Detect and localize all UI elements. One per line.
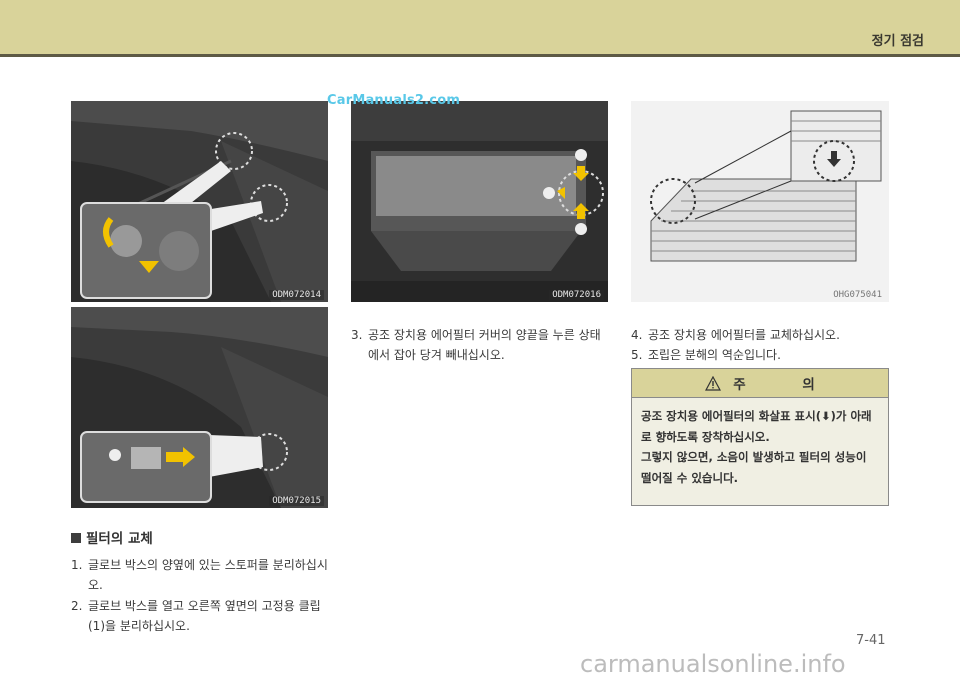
- caution-title: 주 의: [733, 377, 841, 393]
- figure-glove-box-stopper: ODM072014: [71, 101, 328, 302]
- figure-code: ODM072016: [549, 290, 604, 300]
- step-2: 2.글로브 박스를 열고 오른쪽 옆면의 고정용 클립(1)을 분리하십시오.: [71, 599, 321, 633]
- page-number: 7-41: [856, 633, 886, 648]
- figure-glove-box-clip: ODM072015: [71, 307, 328, 508]
- caution-line: 공조 장치용 에어필터의 화살표 표시(⬇)가 아래로 향하도록 장착하십시오.: [641, 409, 872, 444]
- caution-header: 주 의: [632, 369, 888, 398]
- square-bullet-icon: [71, 533, 81, 543]
- warning-triangle-icon: [705, 375, 722, 391]
- step-1: 1.글로브 박스의 양옆에 있는 스토퍼를 분리하십시오.: [71, 558, 328, 592]
- figure-filter-arrow-mark: OHG075041: [631, 101, 889, 302]
- caution-line: 그렇지 않으면, 소음이 발생하고 필터의 성능이 떨어질 수 있습니다.: [641, 450, 867, 485]
- section-heading: 필터의 교체: [71, 527, 153, 547]
- watermark: CarManuals2.com: [327, 93, 461, 108]
- caution-box: 주 의 공조 장치용 에어필터의 화살표 표시(⬇)가 아래로 향하도록 장착하…: [631, 368, 889, 506]
- figure-filter-cover: ODM072016: [351, 101, 608, 302]
- page-header-title: 정기 점검: [871, 34, 924, 49]
- figure-code: ODM072015: [269, 496, 324, 506]
- header-rule: [0, 54, 960, 57]
- figure-code: ODM072014: [269, 290, 324, 300]
- figure-code: OHG075041: [833, 290, 882, 300]
- step-3: 3.공조 장치용 에어필터 커버의 양끝을 누른 상태에서 잡아 당겨 빼내십시…: [351, 328, 601, 362]
- caution-body: 공조 장치용 에어필터의 화살표 표시(⬇)가 아래로 향하도록 장착하십시오.…: [632, 398, 888, 488]
- step-4: 4.공조 장치용 에어필터를 교체하십시오.: [631, 328, 840, 342]
- step-5: 5.조립은 분해의 역순입니다.: [631, 348, 781, 362]
- header-band: [0, 0, 960, 54]
- footer-site-watermark: carmanualsonline.info: [580, 650, 846, 678]
